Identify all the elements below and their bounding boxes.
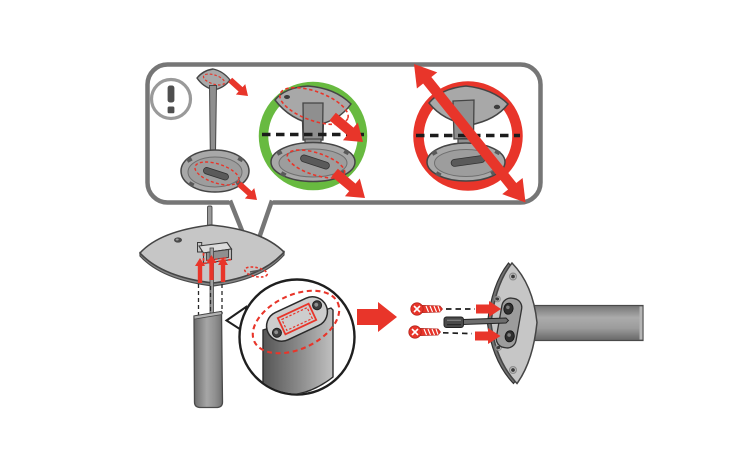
panel-incorrect-alignment [403,55,536,211]
plate-slot [249,269,262,273]
connector-opening [276,302,318,336]
magnifier-detail [224,278,356,396]
neck-top-zoom [251,289,341,394]
alignment-dash-ellipse [279,86,349,126]
plate-corner-holes [494,272,518,375]
callout-frame [145,62,543,205]
neck-end-cap [639,306,643,340]
exclamation-bar [167,85,175,103]
base-slot [203,167,229,181]
screw-insert-arrow-lower [475,328,501,344]
base-correct [270,138,356,183]
base-plate-assembly [138,205,286,409]
plate-hole-highlight [175,238,179,241]
stand-pole-small [208,85,218,153]
stand-neck-horizontal [529,304,644,342]
mount-bracket [495,297,523,349]
screw-fastening-assembly [408,261,644,385]
screw-insert-arrow-upper [476,301,501,317]
slot-highlight-dash-ellipse [243,266,269,278]
plate-hole [493,104,501,110]
neck-top-bevel [193,311,223,320]
screwdriver [443,316,510,328]
panel-correct-alignment [258,81,373,207]
panel-alignment-note [149,68,262,206]
alignment-dash-ellipse [202,73,226,86]
alignment-dash-ellipse [194,161,240,186]
base-small [180,149,250,193]
exclamation-dot [167,106,175,114]
base-slot [300,154,330,170]
highlight-dash-ellipse [251,289,341,355]
screwdriver-shaft [462,317,510,325]
screw [408,325,441,339]
screw [410,302,443,316]
neck-top-face [265,296,329,342]
stand-neck-column [193,310,224,409]
caution-callout-box [145,55,543,264]
alignment-dash-ellipse [286,149,346,179]
plate-hole [284,95,290,99]
prohibited-double-arrow [403,55,536,211]
screw-guide-dash [442,331,473,335]
screwdriver-bit-holder [443,316,464,328]
right-arrow-icon [357,302,397,332]
